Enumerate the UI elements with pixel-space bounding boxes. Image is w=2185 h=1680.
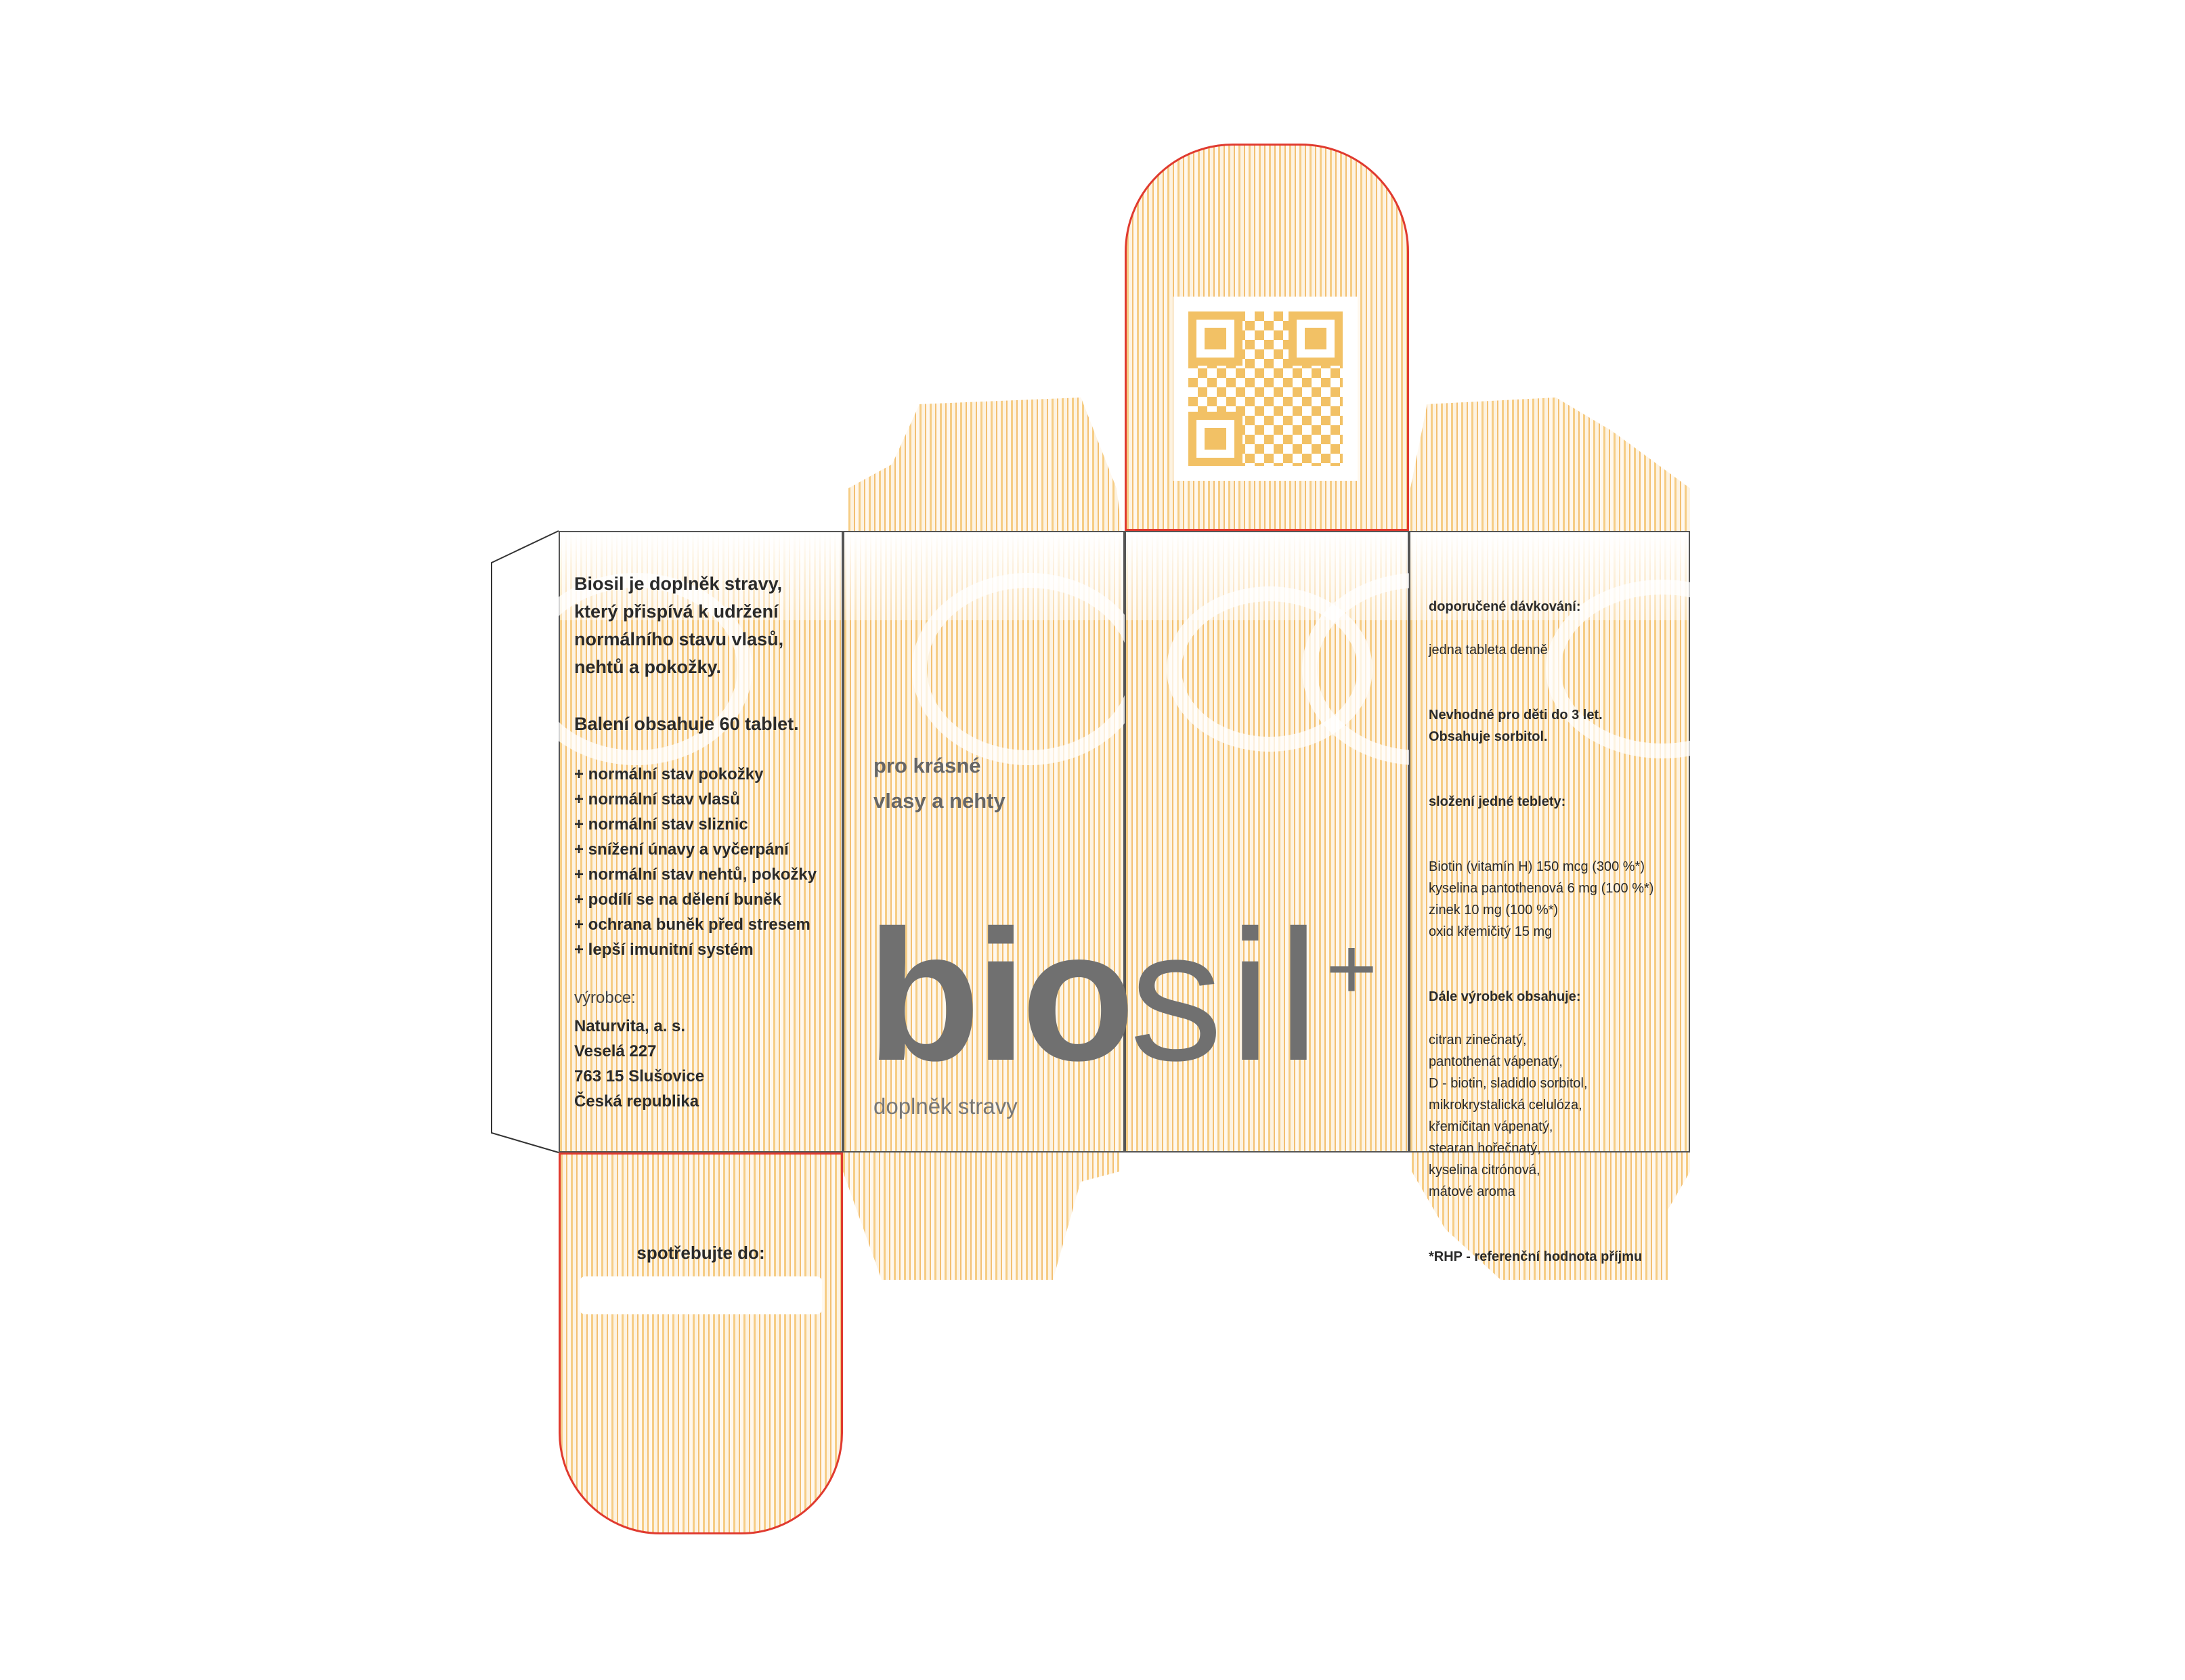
intro-text: Biosil je doplněk stravy, který přispívá… bbox=[574, 574, 784, 677]
benefit-item: + normální stav vlasů bbox=[574, 790, 740, 809]
other-label: Dále výrobek obsahuje: bbox=[1429, 989, 1581, 1004]
expiry-field bbox=[580, 1276, 822, 1314]
maker-address: Naturvita, a. s. Veselá 227 763 15 Slušo… bbox=[574, 1017, 705, 1111]
benefit-item: + ochrana buněk před stresem bbox=[574, 916, 810, 934]
dose-label: doporučené dávkování: bbox=[1429, 599, 1581, 614]
dose: jedna tableta denně bbox=[1429, 643, 1548, 658]
warning: Nevhodné pro děti do 3 let. Obsahuje sor… bbox=[1429, 708, 1603, 744]
maker-label: výrobce: bbox=[574, 989, 636, 1007]
benefit-item: + podílí se na dělení buněk bbox=[574, 890, 782, 909]
benefit-item: + normální stav nehtů, pokožky bbox=[574, 865, 817, 884]
benefit-item: + lepší imunitní systém bbox=[574, 941, 754, 959]
benefit-item: + snížení únavy a vyčerpání bbox=[574, 840, 789, 859]
subtitle: doplněk stravy bbox=[873, 1094, 1018, 1119]
front-panel bbox=[843, 531, 1145, 1153]
composition: Biotin (vitamín H) 150 mcg (300 %*) kyse… bbox=[1429, 859, 1654, 939]
logo: biosil+ bbox=[867, 903, 1377, 1089]
tagline: pro krásné vlasy a nehty bbox=[873, 754, 1005, 813]
logo-plus: + bbox=[1326, 919, 1377, 1018]
right-panel-text: doporučené dávkování: jedna tableta denn… bbox=[1429, 574, 1653, 1289]
logo-sil: sil bbox=[1129, 892, 1326, 1100]
benefit-item: + normální stav pokožky bbox=[574, 765, 764, 783]
benefit-item: + normální stav sliznic bbox=[574, 815, 748, 834]
pack-info: Balení obsahuje 60 tablet. bbox=[574, 714, 799, 734]
composition-label: složení jedné teblety: bbox=[1429, 794, 1566, 809]
qr-code bbox=[1173, 297, 1358, 481]
expiry-label: spotřebujte do: bbox=[636, 1243, 765, 1263]
other-ingredients: citran zinečnatý, pantothenát vápenatý, … bbox=[1429, 1033, 1588, 1199]
bottom-tuck-flap bbox=[559, 1153, 843, 1534]
footnote: *RHP - referenční hodnota příjmu bbox=[1429, 1249, 1643, 1264]
benefits-list: + normální stav pokožky + normální stav … bbox=[574, 762, 817, 962]
logo-bio: bio bbox=[867, 892, 1135, 1100]
